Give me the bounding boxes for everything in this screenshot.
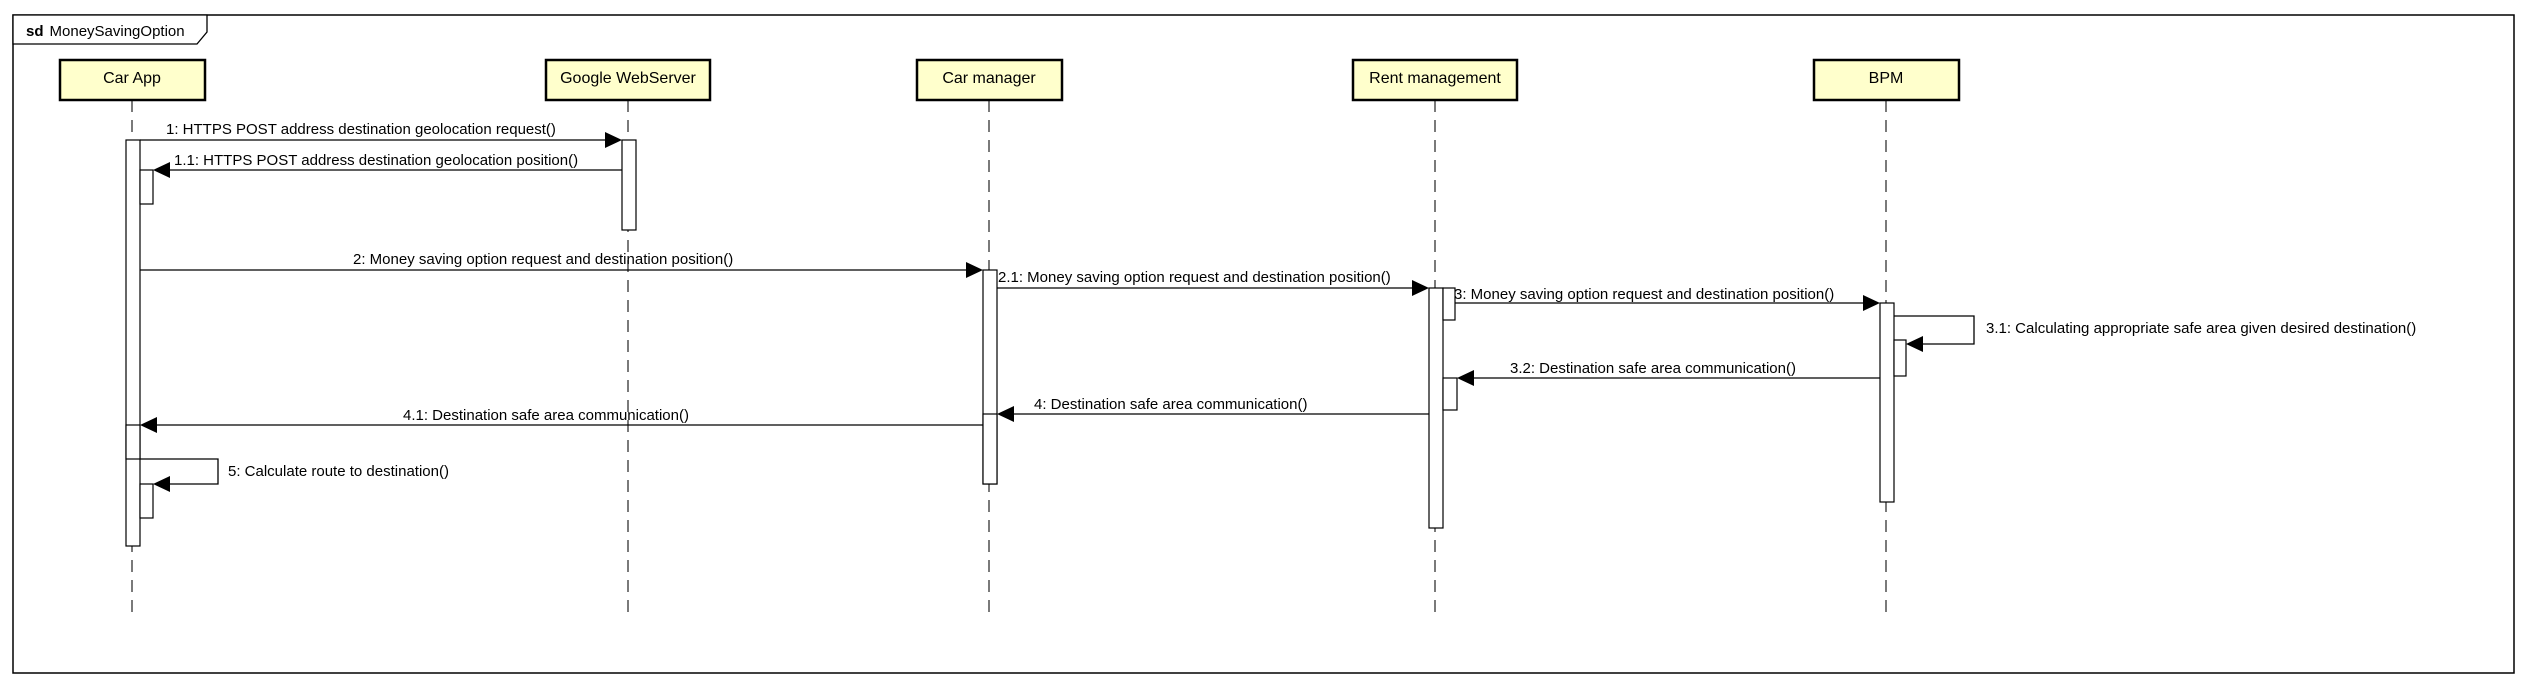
arrowhead-icon xyxy=(1906,336,1923,352)
message-line xyxy=(140,458,219,485)
activation-car-app-nested-3 xyxy=(139,483,154,519)
message-label: 3.2: Destination safe area communication… xyxy=(1510,360,1796,377)
participant-label: Google WebServer xyxy=(560,70,696,87)
message-4-1: 4.1: Destination safe area communication… xyxy=(140,407,983,433)
participant-label: Rent management xyxy=(1369,70,1501,87)
participant-car-manager: Car manager xyxy=(915,58,1064,102)
arrowhead-icon xyxy=(153,476,170,492)
activation-rent-management xyxy=(1428,287,1444,529)
participant-label: BPM xyxy=(1869,70,1904,87)
message-3-2: 3.2: Destination safe area communication… xyxy=(1457,360,1880,386)
arrowhead-icon xyxy=(1412,280,1429,296)
participant-bpm: BPM xyxy=(1812,58,1961,102)
message-label: 1: HTTPS POST address destination geoloc… xyxy=(166,121,556,138)
activation-car-app xyxy=(125,139,141,547)
arrowhead-icon xyxy=(605,132,622,148)
activation-rent-management-nested-1 xyxy=(1442,287,1456,321)
activation-bpm-nested xyxy=(1893,339,1907,377)
participant-box xyxy=(915,58,1064,102)
message-1-1: 1.1: HTTPS POST address destination geol… xyxy=(153,152,622,178)
message-4: 4: Destination safe area communication() xyxy=(997,396,1429,422)
message-3: 3: Money saving option request and desti… xyxy=(1454,286,1880,311)
participant-box xyxy=(58,58,207,102)
message-label: 3: Money saving option request and desti… xyxy=(1454,286,1834,303)
message-label: 2: Money saving option request and desti… xyxy=(353,251,733,268)
participant-google-webserver: Google WebServer xyxy=(544,58,712,102)
arrowhead-icon xyxy=(1863,295,1880,311)
message-label: 4.1: Destination safe area communication… xyxy=(403,407,689,424)
arrowhead-icon xyxy=(153,162,170,178)
message-label: 4: Destination safe area communication() xyxy=(1034,396,1307,413)
activations xyxy=(125,139,1907,547)
participants: Car App Google WebServer Car manager Ren… xyxy=(58,58,1961,102)
message-5: 5: Calculate route to destination() xyxy=(140,458,449,492)
arrowhead-icon xyxy=(966,262,983,278)
message-label: 1.1: HTTPS POST address destination geol… xyxy=(174,152,578,169)
message-1: 1: HTTPS POST address destination geoloc… xyxy=(140,121,622,148)
message-2: 2: Money saving option request and desti… xyxy=(140,251,983,278)
arrowhead-icon xyxy=(1457,370,1474,386)
frame-border xyxy=(12,14,2515,674)
participant-label: Car manager xyxy=(942,70,1036,87)
frame-label: sd MoneySavingOption xyxy=(26,23,185,40)
frame-keyword: sd xyxy=(26,23,44,40)
participant-rent-management: Rent management xyxy=(1351,58,1519,102)
message-line xyxy=(1894,315,1975,345)
participant-box xyxy=(1351,58,1519,102)
activation-bpm xyxy=(1879,302,1895,503)
messages: 1: HTTPS POST address destination geoloc… xyxy=(140,121,2416,492)
participant-box xyxy=(1812,58,1961,102)
activation-car-manager-nested xyxy=(982,413,998,485)
activation-car-app-nested-1 xyxy=(139,169,154,205)
message-2-1: 2.1: Money saving option request and des… xyxy=(997,269,1429,296)
message-label: 2.1: Money saving option request and des… xyxy=(998,269,1391,286)
message-label: 3.1: Calculating appropriate safe area g… xyxy=(1986,320,2416,337)
message-label: 5: Calculate route to destination() xyxy=(228,463,449,480)
activation-google-webserver xyxy=(621,139,637,231)
arrowhead-icon xyxy=(997,406,1014,422)
participant-box xyxy=(544,58,712,102)
participant-car-app: Car App xyxy=(58,58,207,102)
frame-name: MoneySavingOption xyxy=(50,23,185,40)
diagram-frame: sd MoneySavingOption xyxy=(12,14,2515,674)
message-3-1: 3.1: Calculating appropriate safe area g… xyxy=(1894,315,2416,352)
activation-car-app-nested-2 xyxy=(125,424,141,460)
arrowhead-icon xyxy=(140,417,157,433)
participant-label: Car App xyxy=(103,70,161,87)
activation-rent-management-nested-2 xyxy=(1442,377,1458,411)
frame-tab xyxy=(12,14,208,45)
